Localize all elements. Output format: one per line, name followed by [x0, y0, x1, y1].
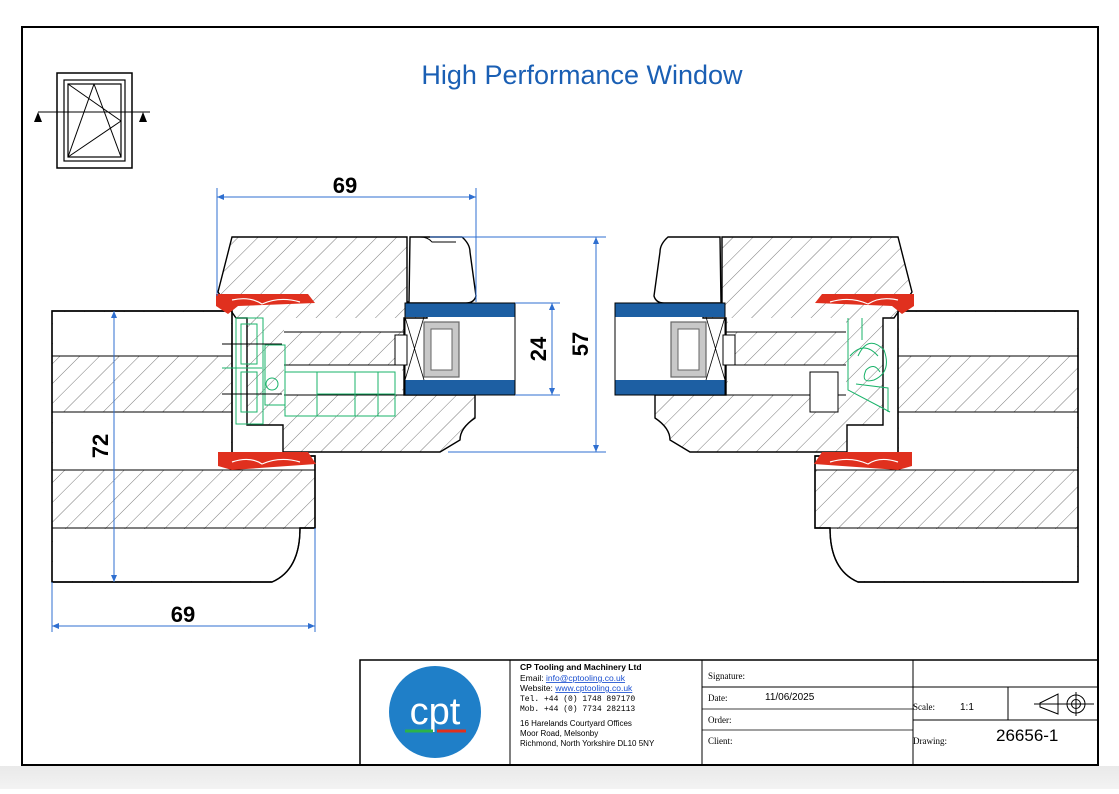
dimension-frame-height: 72 [88, 434, 113, 458]
projection-symbol-icon [1034, 692, 1094, 716]
dimension-lines [51, 188, 606, 632]
address-line-2: Moor Road, Melsonby [520, 729, 598, 738]
company-tel: Tel. +44 (0) 1748 897170 [520, 695, 635, 704]
order-label: Order: [708, 715, 732, 725]
right-section-profile [614, 236, 1079, 583]
hardware-lock-icon [222, 317, 396, 425]
client-label: Client: [708, 736, 733, 746]
company-name: CP Tooling and Machinery Ltd [520, 662, 642, 672]
window-symbol-icon [34, 72, 150, 169]
website-link[interactable]: www.cptooling.co.uk [554, 683, 633, 693]
company-logo: cpt [389, 666, 481, 758]
drawing-label: Drawing: [913, 736, 947, 746]
company-email: Email: info@cptooling.co.uk [520, 673, 626, 683]
company-mob: Mob. +44 (0) 7734 282113 [520, 705, 635, 714]
scale-value: 1:1 [960, 702, 974, 713]
email-link[interactable]: info@cptooling.co.uk [546, 673, 626, 683]
date-label: Date: [708, 693, 728, 703]
date-value: 11/06/2025 [765, 692, 815, 703]
page-bottom-shadow [0, 766, 1119, 789]
hinge-icon [847, 318, 891, 413]
signature-label: Signature: [708, 671, 745, 681]
scale-label: Scale: [913, 702, 935, 712]
address-line-1: 16 Harelands Courtyard Offices [520, 719, 632, 728]
left-section-profile [51, 236, 516, 583]
drawing-number: 26656-1 [996, 726, 1058, 745]
dimension-top-width: 69 [333, 173, 357, 198]
dimension-sash-height: 57 [568, 332, 593, 356]
dimension-glass-unit: 24 [526, 336, 551, 361]
drawing-title: High Performance Window [421, 60, 743, 90]
company-website: Website: www.cptooling.co.uk [520, 683, 633, 693]
svg-text:cpt: cpt [410, 691, 461, 733]
address-line-3: Richmond, North Yorkshire DL10 5NY [520, 739, 655, 748]
dimension-bottom-width: 69 [171, 602, 195, 627]
title-block [359, 659, 1099, 766]
